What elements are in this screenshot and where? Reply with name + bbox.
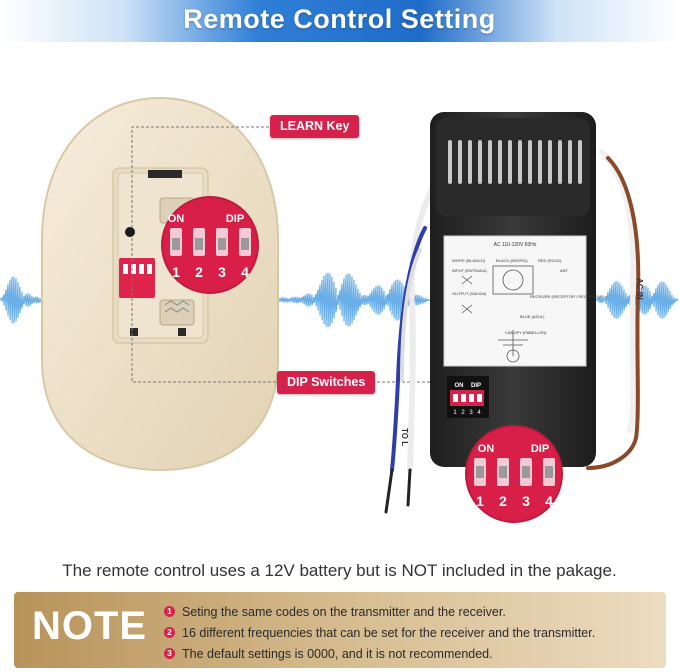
vent-slot	[548, 140, 552, 184]
page-title: Remote Control Setting	[183, 4, 496, 34]
learn-key[interactable]	[125, 227, 135, 237]
vent-slot	[508, 140, 512, 184]
note-item: 2 16 different frequencies that can be s…	[164, 622, 664, 643]
note-title: NOTE	[32, 604, 148, 648]
remote-dip-dip-label: DIP	[226, 213, 244, 225]
receiver-dip-pos-3: 3	[469, 410, 473, 416]
note-number-badge: 3	[164, 648, 175, 659]
label-canopy: CANOPY (PABELLON)	[505, 330, 547, 335]
receiver-unit: AC 110-120V 60Hz WHITE (BLANCO) BLACK (N…	[430, 112, 605, 467]
receiver-dip-on-label: ON	[455, 383, 464, 389]
vent-slot	[458, 140, 462, 184]
vent-slot	[448, 140, 452, 184]
label-black: BLACK (NEGRO)	[496, 258, 528, 263]
vent-slot	[578, 140, 582, 184]
receiver-mag-on-label: ON	[478, 443, 495, 455]
receiver-dip-pos-4: 4	[477, 410, 481, 416]
note-item-text: The default settings is 0000, and it is …	[182, 646, 493, 661]
battery-contact-top	[148, 170, 182, 178]
receiver-dip-pos-2: 2	[461, 410, 465, 416]
note-list: 1 Seting the same codes on the transmitt…	[164, 601, 664, 664]
vent-slot	[498, 140, 502, 184]
label-output: OUTPUT (SALIDA)	[452, 291, 487, 296]
receiver-mag-pos-4: 4	[545, 493, 553, 509]
note-item-text: 16 different frequencies that can be set…	[182, 625, 596, 640]
receiver-dip-pos-1: 1	[453, 410, 457, 416]
label-input-voltage: AC 110-120V 60Hz	[494, 242, 537, 248]
note-box: NOTE 1 Seting the same codes on the tran…	[14, 592, 666, 668]
label-receiver: RECEIVER (RECEPTOR / RECEPTEUR)	[530, 294, 605, 299]
note-number-badge: 2	[164, 627, 175, 638]
remote-dip-pos-2: 2	[195, 264, 203, 280]
note-item: 3 The default settings is 0000, and it i…	[164, 643, 664, 664]
remote-dip-pos-1: 1	[172, 264, 180, 280]
remote-dip-switch[interactable]	[119, 258, 155, 298]
receiver-mag-pos-3: 3	[522, 493, 530, 509]
vent-slot	[538, 140, 542, 184]
title-banner: Remote Control Setting	[0, 0, 679, 42]
vent-slot	[528, 140, 532, 184]
learn-key-callout: LEARN Key	[270, 115, 360, 138]
vent-slot	[568, 140, 572, 184]
wire-tag-ac-in: AC IN	[635, 278, 644, 300]
note-item: 1 Seting the same codes on the transmitt…	[164, 601, 664, 622]
remote-dip-magnifier: ON DIP 1 2 3 4	[161, 196, 259, 294]
label-ant: ANT	[560, 268, 569, 273]
label-white: WHITE (BLANCO)	[452, 258, 486, 263]
receiver-mag-pos-2: 2	[499, 493, 507, 509]
note-number-badge: 1	[164, 606, 175, 617]
dip-switches-callout: DIP Switches	[277, 371, 376, 394]
remote-dip-on-label: ON	[168, 213, 185, 225]
battery-caption: The remote control uses a 12V battery bu…	[62, 561, 617, 580]
label-input: INPUT (ENTRADA)	[452, 268, 487, 273]
vent-slot	[558, 140, 562, 184]
vent-slot	[488, 140, 492, 184]
remote-control	[41, 96, 279, 472]
note-item-text: Seting the same codes on the transmitter…	[182, 604, 506, 619]
label-red: RED (ROJO)	[538, 258, 562, 263]
receiver-mag-pos-1: 1	[476, 493, 484, 509]
receiver-dip-magnifier: ON DIP 1 2 3 4	[465, 425, 563, 523]
wire-tag-to-light: TO L	[400, 428, 409, 446]
remote-dip-pos-4: 4	[241, 264, 249, 280]
receiver-dip-dip-label: DIP	[471, 383, 481, 389]
receiver-mag-dip-label: DIP	[531, 443, 549, 455]
vent-slot	[468, 140, 472, 184]
product-illustration: ON DIP 1 2 3 4 AC 110-120V 60Hz WHITE (B…	[0, 96, 679, 523]
vent-slot	[478, 140, 482, 184]
label-blue: BLUE (AZUL)	[520, 314, 545, 319]
vent-slot	[518, 140, 522, 184]
receiver-wires	[384, 149, 641, 514]
remote-dip-pos-3: 3	[218, 264, 226, 280]
